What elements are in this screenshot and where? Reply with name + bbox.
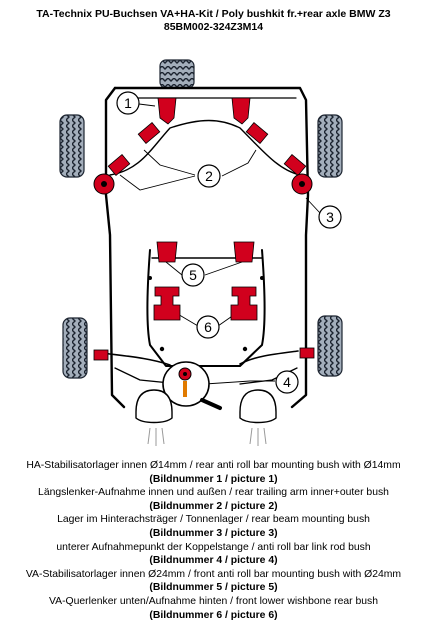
title-line-2: 85BM002-324Z3M14 [163, 21, 264, 33]
bushing-icon [153, 286, 181, 321]
link-rod-detail [162, 361, 222, 410]
leader-line-3 [305, 197, 321, 214]
bushing-icon [156, 241, 178, 263]
exhaust-icon [135, 389, 173, 424]
callout-label-1: 1 [124, 95, 132, 111]
bushing-icon [299, 347, 315, 359]
leader-line-5 [165, 261, 243, 276]
tire-icon [159, 59, 195, 89]
caption-item: VA-Stabilisatorlager innen Ø24mm / front… [25, 568, 402, 580]
bushing-icon [137, 122, 161, 144]
bushing-icon [283, 154, 307, 176]
caption-ref: (Bildnummer 1 / picture 1) [149, 473, 278, 485]
page-title: TA-Technix PU-Buchsen VA+HA-Kit / Poly b… [0, 8, 427, 34]
bushing-icon [107, 154, 131, 176]
callout-circle-icon: 3 [318, 205, 342, 229]
tire-icon [317, 114, 343, 178]
callout-circle-icon: 2 [197, 164, 221, 188]
bushing-icon [233, 241, 255, 263]
bushing-icon [245, 122, 269, 144]
tire-icon [59, 114, 85, 178]
caption-item: VA-Querlenker unten/Aufnahme hinten / fr… [48, 595, 379, 607]
bushing-icon [93, 349, 109, 361]
caption-ref: (Bildnummer 6 / picture 6) [149, 609, 278, 621]
callout-circle-icon: 1 [116, 91, 140, 115]
parts-caption-list: HA-Stabilisatorlager innen Ø14mm / rear … [0, 459, 427, 622]
suspension-diagram: 1 2 3 4 5 6 [59, 59, 343, 446]
tire-icon [62, 317, 88, 379]
callout-label-3: 3 [326, 209, 334, 225]
bushing-icon [231, 97, 251, 125]
caption-item: HA-Stabilisatorlager innen Ø14mm / rear … [26, 460, 401, 471]
bushing-icon [157, 97, 177, 125]
leader-line-1 [138, 103, 156, 107]
callout-circle-icon: 4 [275, 370, 299, 394]
callout-label-2: 2 [205, 168, 213, 184]
leader-line-4 [204, 380, 275, 385]
caption-ref: (Bildnummer 5 / picture 5) [149, 582, 278, 594]
caption-ref: (Bildnummer 3 / picture 3) [149, 527, 278, 539]
chassis-frame [101, 86, 310, 409]
callout-label-4: 4 [283, 374, 291, 390]
callout-label-6: 6 [204, 319, 212, 335]
caption-ref: (Bildnummer 2 / picture 2) [149, 500, 278, 512]
bushing-icon [230, 286, 258, 321]
callout-circle-icon: 6 [196, 315, 220, 339]
tire-icon [317, 315, 343, 377]
caption-ref: (Bildnummer 4 / picture 4) [149, 555, 278, 567]
caption-item: unterer Aufnahmepunkt der Koppelstange /… [56, 541, 371, 553]
caption-item: Lager im Hinterachsträger / Tonnenlager … [57, 514, 370, 526]
caption-item: Längslenker-Aufnahme innen und außen / r… [38, 487, 389, 499]
callout-circle-icon: 5 [181, 263, 205, 287]
callout-label-5: 5 [189, 267, 197, 283]
title-line-1: TA-Technix PU-Buchsen VA+HA-Kit / Poly b… [36, 8, 391, 20]
exhaust-icon [239, 389, 277, 424]
leader-line-2 [119, 149, 257, 191]
